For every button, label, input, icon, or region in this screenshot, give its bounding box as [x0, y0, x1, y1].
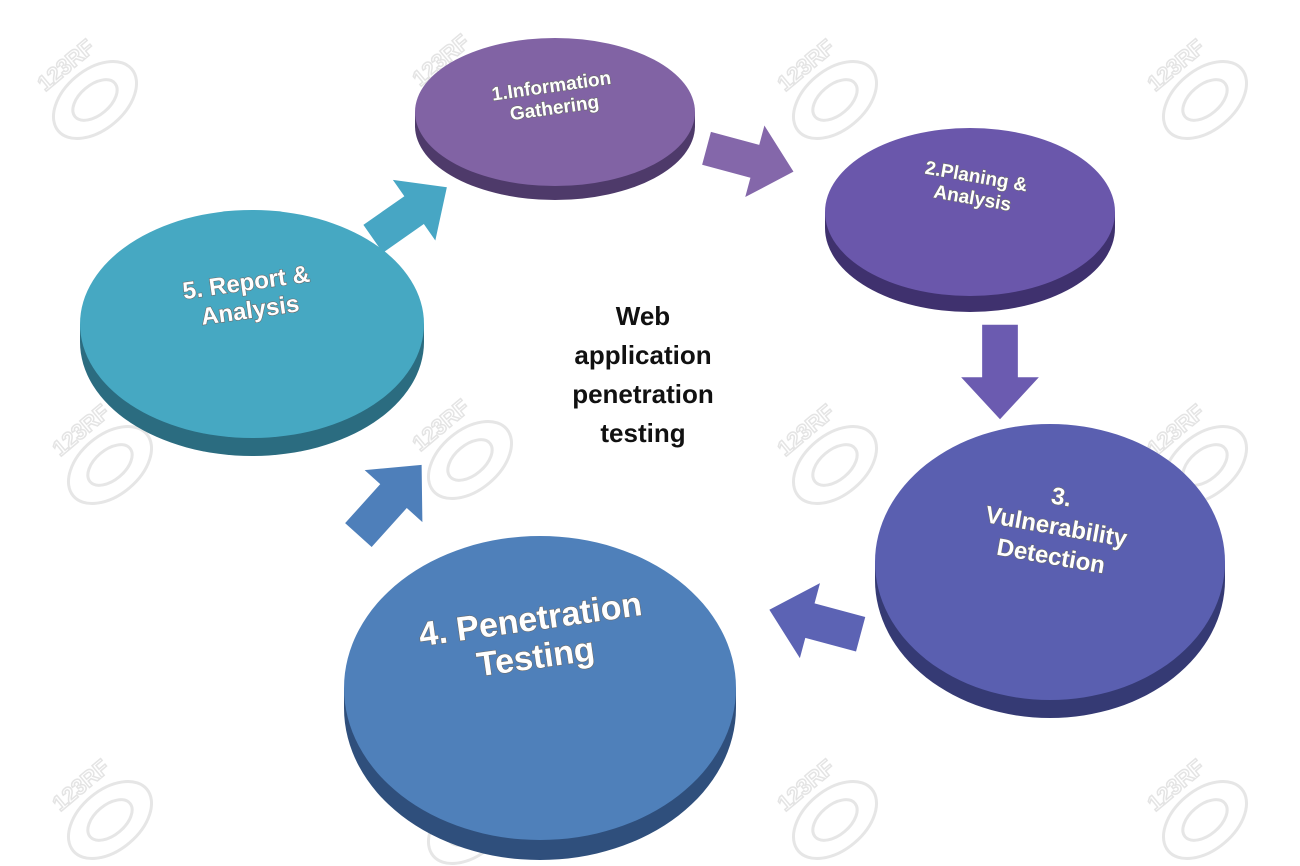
watermark-stamp: 123RF [32, 34, 139, 140]
arrow-3 [769, 583, 866, 659]
watermark-stamp: 123RF [772, 399, 879, 505]
disc-step-2: 2.Planing &Analysis [825, 128, 1115, 312]
diagram-title: Web application penetration testing [572, 301, 714, 448]
title-line: testing [600, 418, 685, 448]
disc-step-3: 3.VulnerabilityDetection [875, 424, 1225, 718]
watermark-stamp: 123RF [47, 754, 154, 860]
watermark-stamp: 123RF [772, 754, 879, 860]
disc-face [825, 128, 1115, 296]
arrow-4 [345, 464, 423, 548]
disc-face [415, 38, 695, 186]
watermark-stamp: 123RF [1142, 754, 1249, 860]
title-line: penetration [572, 379, 714, 409]
arrow-1 [702, 125, 794, 198]
arrow-layer [345, 125, 1039, 659]
title-line: application [574, 340, 711, 370]
disc-face [80, 210, 424, 438]
disc-layer: 1.InformationGathering 2.Planing &Analysi… [80, 38, 1225, 860]
arrow-2 [961, 324, 1039, 420]
watermark-stamp: 123RF [1142, 34, 1249, 140]
watermark-stamp: 123RF [772, 34, 879, 140]
title-line: Web [616, 301, 670, 331]
disc-label-line: 3. [1049, 482, 1073, 512]
arrow-5 [363, 179, 447, 253]
disc-step-5: 5. Report &Analysis [80, 210, 424, 456]
disc-face [344, 536, 736, 840]
disc-step-4: 4. PenetrationTesting [344, 536, 736, 860]
disc-step-1: 1.InformationGathering [415, 38, 695, 200]
disc-face [875, 424, 1225, 700]
